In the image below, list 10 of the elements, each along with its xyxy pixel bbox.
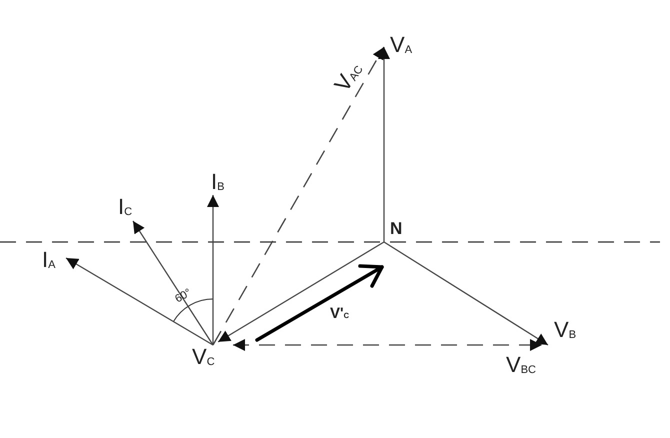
arrow — [132, 220, 214, 346]
dashed-arrow — [212, 46, 385, 346]
arrow — [66, 257, 214, 346]
arrow — [207, 195, 219, 345]
arrow — [384, 242, 548, 346]
angle-label: 60° — [173, 286, 194, 306]
arrow — [218, 241, 384, 342]
phasor-label: N — [384, 217, 410, 242]
arrow — [378, 47, 390, 242]
dashed-arrow — [233, 339, 542, 351]
